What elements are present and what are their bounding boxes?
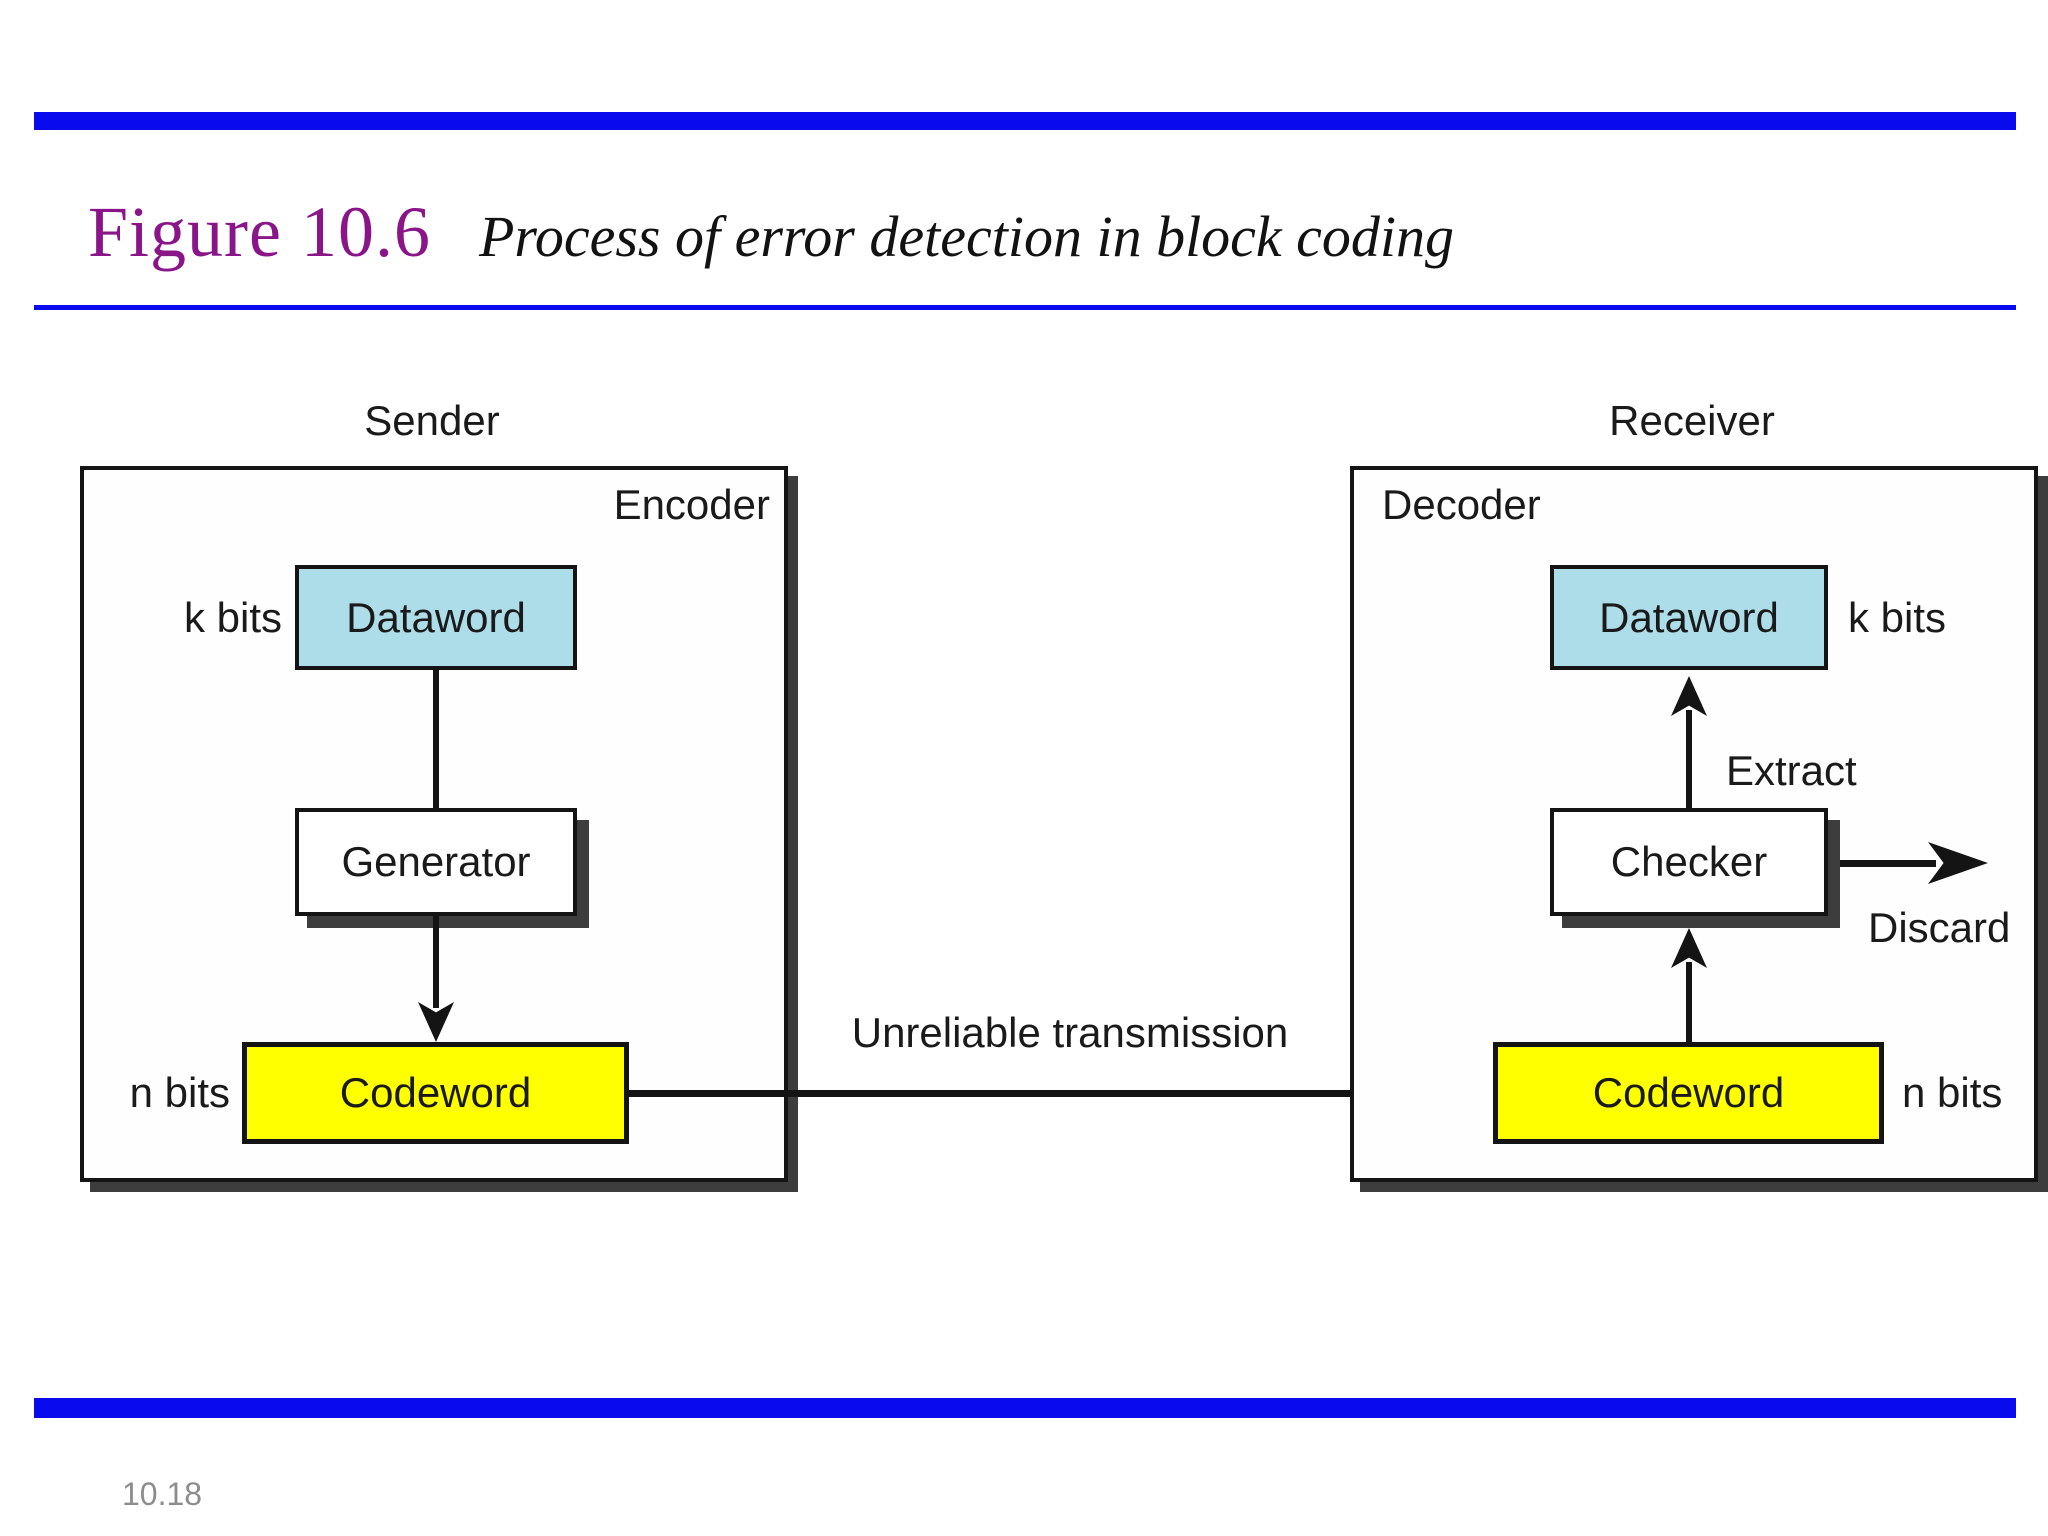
receiver-kbits-label: k bits — [1848, 593, 1947, 641]
bottom-rule — [34, 1398, 2016, 1418]
decoder-label: Decoder — [1382, 481, 1541, 528]
discard-line — [1840, 860, 1936, 867]
receiver-dataword-box: Dataword — [1550, 565, 1828, 670]
receiver-codeword-box: Codeword — [1493, 1042, 1884, 1144]
extract-label: Extract — [1726, 747, 1857, 794]
flow-line-codeword-checker — [1686, 962, 1692, 1042]
sender-kbits-label: k bits — [183, 593, 282, 641]
transmission-line — [626, 1090, 1428, 1097]
flow-line-checker-dataword — [1686, 710, 1692, 808]
flow-line-generator-codeword — [433, 914, 439, 1008]
transmission-label: Unreliable transmission — [851, 1009, 1289, 1056]
title-underline — [34, 305, 2016, 310]
sender-title: Sender — [364, 397, 500, 444]
sender-nbits-label: n bits — [129, 1069, 230, 1116]
receiver-nbits-label: n bits — [1902, 1069, 2003, 1116]
generator-box: Generator — [295, 808, 577, 916]
receiver-title: Receiver — [1609, 397, 1775, 444]
figure-number: Figure 10.6 — [88, 192, 431, 272]
flow-line-dataword-generator — [433, 668, 439, 810]
figure-caption: Figure 10.6 Process of error detection i… — [88, 196, 1454, 268]
sender-codeword-box: Codeword — [242, 1042, 629, 1144]
checker-box: Checker — [1550, 808, 1828, 916]
figure-title: Process of error detection in block codi… — [478, 204, 1455, 269]
discard-label: Discard — [1868, 904, 2011, 951]
page-number: 10.18 — [122, 1476, 203, 1512]
top-rule — [34, 112, 2016, 130]
sender-dataword-box: Dataword — [295, 565, 577, 670]
encoder-label: Encoder — [613, 481, 770, 528]
